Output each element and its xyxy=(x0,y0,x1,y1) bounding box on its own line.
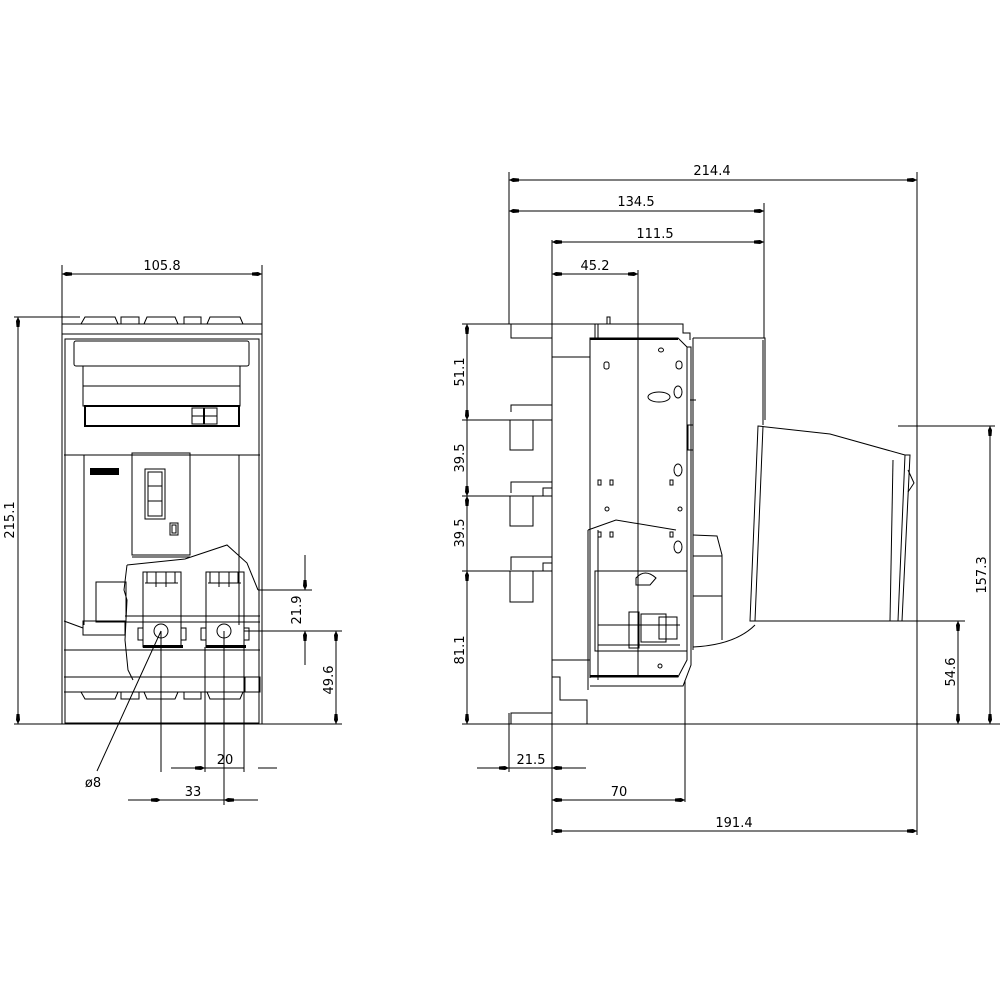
indicator-window xyxy=(144,468,166,520)
dim-depth-front-label: 134.5 xyxy=(617,195,654,210)
dim-height-label: 215.1 xyxy=(3,501,18,538)
dim-terminal-height-label: 21.9 xyxy=(290,596,305,625)
handle-cover xyxy=(131,452,191,556)
dim-spacing-1-label: 39.5 xyxy=(453,444,468,473)
status-led xyxy=(169,522,179,536)
dim-rail-front-label: 111.5 xyxy=(636,227,673,242)
dim-body-depth-label: 70 xyxy=(611,785,628,800)
dim-hole-label: ø8 xyxy=(85,776,101,791)
dim-terminal-base-label: 49.6 xyxy=(322,666,337,695)
actuator-mechanism xyxy=(594,570,688,652)
dim-spacing-2-label: 39.5 xyxy=(453,519,468,548)
front-view: 105.8 215.1 21.9 49.6 20 33 ø8 xyxy=(3,259,342,805)
terminal-lug-3 xyxy=(509,570,534,603)
section-break xyxy=(123,544,259,681)
top-clips xyxy=(80,316,244,325)
terminal-left xyxy=(137,571,187,648)
cover-top xyxy=(73,340,250,367)
dim-overall-depth-label: 214.4 xyxy=(693,164,730,179)
terminal-right xyxy=(200,571,250,648)
label-plate xyxy=(90,468,119,475)
front-body-outline xyxy=(61,323,263,725)
dim-rail-mid-label: 45.2 xyxy=(581,259,610,274)
dim-handle-height-label: 157.3 xyxy=(975,556,990,593)
dim-rail-handle-label: 191.4 xyxy=(715,816,752,831)
side-view: 214.4 134.5 111.5 45.2 51.1 39.5 39.5 81… xyxy=(453,164,1000,835)
dim-handle-base-label: 54.6 xyxy=(944,658,959,687)
bottom-clips xyxy=(80,691,244,700)
terminal-lug-1 xyxy=(509,419,534,451)
hole-leader-line xyxy=(96,630,162,772)
dim-terminal-width-label: 20 xyxy=(217,753,234,768)
dim-width-label: 105.8 xyxy=(143,259,180,274)
dim-terminal-pitch-label: 33 xyxy=(185,785,202,800)
dim-bottom-section-label: 81.1 xyxy=(453,636,468,665)
terminal-lug-2 xyxy=(509,495,534,527)
dim-rear-offset-label: 21.5 xyxy=(517,753,546,768)
operating-handle xyxy=(749,425,906,622)
dim-top-section-label: 51.1 xyxy=(453,358,468,387)
